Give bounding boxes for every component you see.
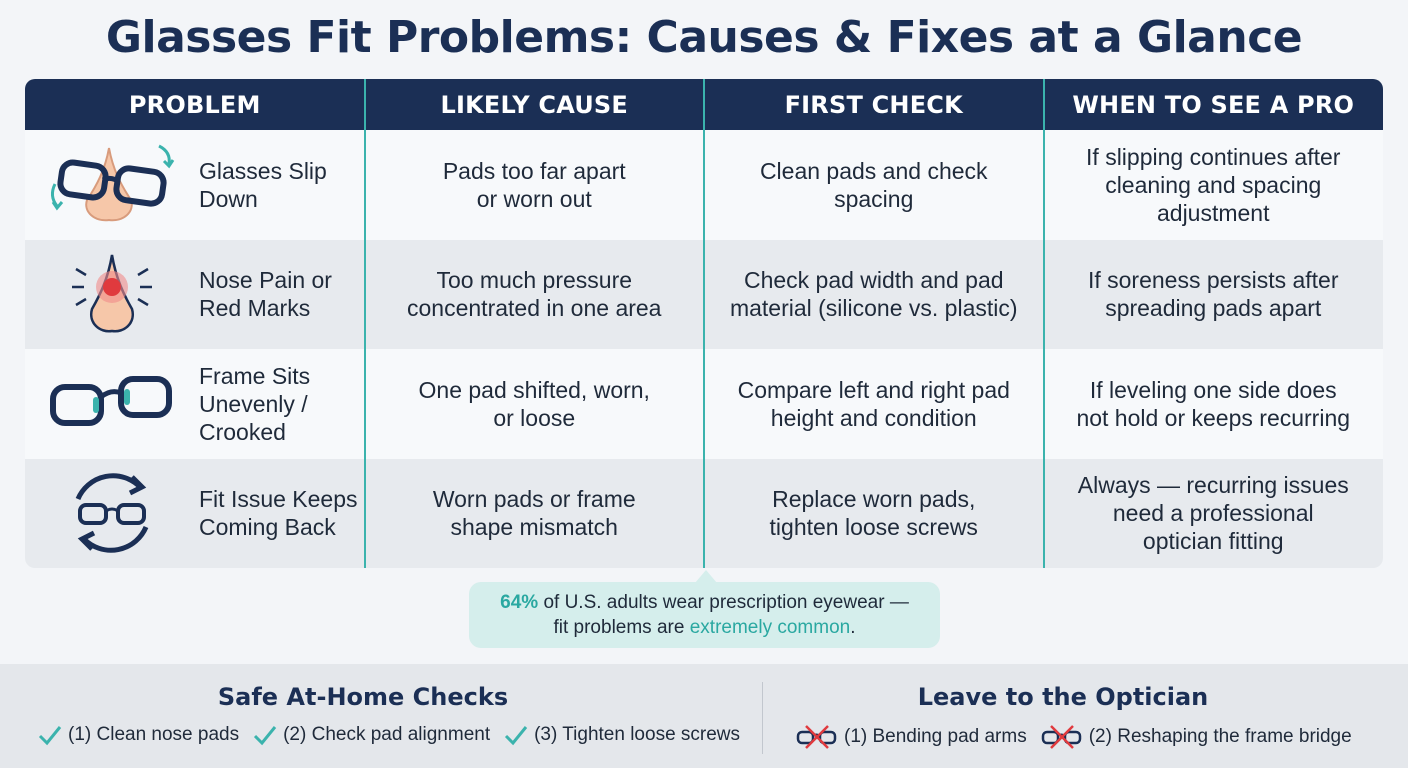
- checkmark-icon: [254, 726, 277, 746]
- home-check-item: (3) Tighten loose screws: [504, 724, 740, 746]
- page-title: Glasses Fit Problems: Causes & Fixes at …: [105, 12, 1303, 63]
- callout-end: .: [850, 617, 856, 638]
- problem-label: Fit Issue Keeps Coming Back: [199, 486, 358, 541]
- callout-pointer: [695, 570, 717, 583]
- check-cell: Clean pads and check spacing: [759, 157, 988, 212]
- pro-cell: If leveling one side does not hold or ke…: [1076, 376, 1351, 431]
- callout-text-2: fit problems are: [553, 617, 690, 638]
- cause-cell: One pad shifted, worn, or loose: [418, 376, 650, 431]
- optician-list: (1) Bending pad arms (2) Reshaping the f…: [796, 724, 1366, 750]
- footer-panel: [0, 664, 1408, 768]
- home-check-label: (1) Clean nose pads: [68, 724, 240, 745]
- column-divider: [364, 79, 366, 568]
- header-problem: PROBLEM: [128, 90, 261, 119]
- home-check-label: (3) Tighten loose screws: [534, 724, 741, 745]
- problem-label: Glasses Slip Down: [199, 157, 327, 212]
- problem-label: Frame Sits Unevenly / Crooked: [199, 362, 311, 445]
- check-cell: Check pad width and pad material (silico…: [729, 267, 1018, 322]
- check-cell: Replace worn pads, tighten loose screws: [769, 486, 978, 541]
- home-check-label: (2) Check pad alignment: [283, 724, 491, 745]
- home-checks-list: (1) Clean nose pads (2) Check pad alignm…: [38, 724, 754, 746]
- statistic-callout: 64% of U.S. adults wear prescription eye…: [469, 582, 940, 648]
- header-first-check: FIRST CHECK: [784, 90, 963, 119]
- checkmark-icon: [505, 726, 528, 746]
- optician-title: Leave to the Optician: [917, 683, 1209, 711]
- callout-stat: 64%: [500, 592, 539, 613]
- no-glasses-adjust-icon: [796, 725, 837, 749]
- header-see-a-pro: WHEN TO SEE A PRO: [1072, 90, 1355, 119]
- callout-highlight: extremely common: [689, 617, 851, 638]
- red-nose-pain-icon: [72, 255, 152, 333]
- crooked-glasses-icon: [50, 375, 172, 426]
- fit-problems-table: PROBLEM LIKELY CAUSE FIRST CHECK WHEN TO…: [25, 79, 1383, 568]
- column-divider: [1043, 79, 1045, 568]
- optician-label: (2) Reshaping the frame bridge: [1088, 726, 1352, 747]
- optician-item: (1) Bending pad arms: [796, 724, 1027, 750]
- checkmark-icon: [38, 726, 62, 746]
- problem-cell: Frame Sits Unevenly / Crooked: [25, 349, 365, 459]
- optician-label: (1) Bending pad arms: [844, 726, 1027, 747]
- problem-cell: Fit Issue Keeps Coming Back: [25, 459, 365, 569]
- pro-cell: Always — recurring issues need a profess…: [1077, 472, 1349, 555]
- footer-divider: [762, 682, 763, 754]
- problem-cell: Nose Pain or Red Marks: [25, 240, 365, 350]
- cause-cell: Pads too far apart or worn out: [442, 157, 626, 212]
- pro-cell: If slipping continues after cleaning and…: [1086, 143, 1341, 226]
- home-check-item: (1) Clean nose pads: [38, 724, 239, 746]
- recurring-cycle-glasses-icon: [75, 473, 149, 553]
- check-cell: Compare left and right pad height and co…: [737, 376, 1010, 431]
- column-divider: [703, 79, 705, 568]
- problem-cell: Glasses Slip Down: [25, 130, 365, 240]
- header-likely-cause: LIKELY CAUSE: [440, 90, 629, 119]
- cause-cell: Worn pads or frame shape mismatch: [432, 486, 636, 541]
- optician-item: (2) Reshaping the frame bridge: [1041, 724, 1352, 750]
- pro-cell: If soreness persists after spreading pad…: [1087, 267, 1339, 322]
- home-checks-title: Safe At-Home Checks: [217, 683, 509, 711]
- glasses-slipping-nose-icon: [50, 144, 175, 221]
- home-check-item: (2) Check pad alignment: [253, 724, 490, 746]
- problem-label: Nose Pain or Red Marks: [199, 267, 332, 322]
- no-glasses-adjust-icon: [1041, 725, 1081, 749]
- cause-cell: Too much pressure concentrated in one ar…: [407, 267, 662, 322]
- callout-text-1: of U.S. adults wear prescription eyewear…: [538, 592, 909, 613]
